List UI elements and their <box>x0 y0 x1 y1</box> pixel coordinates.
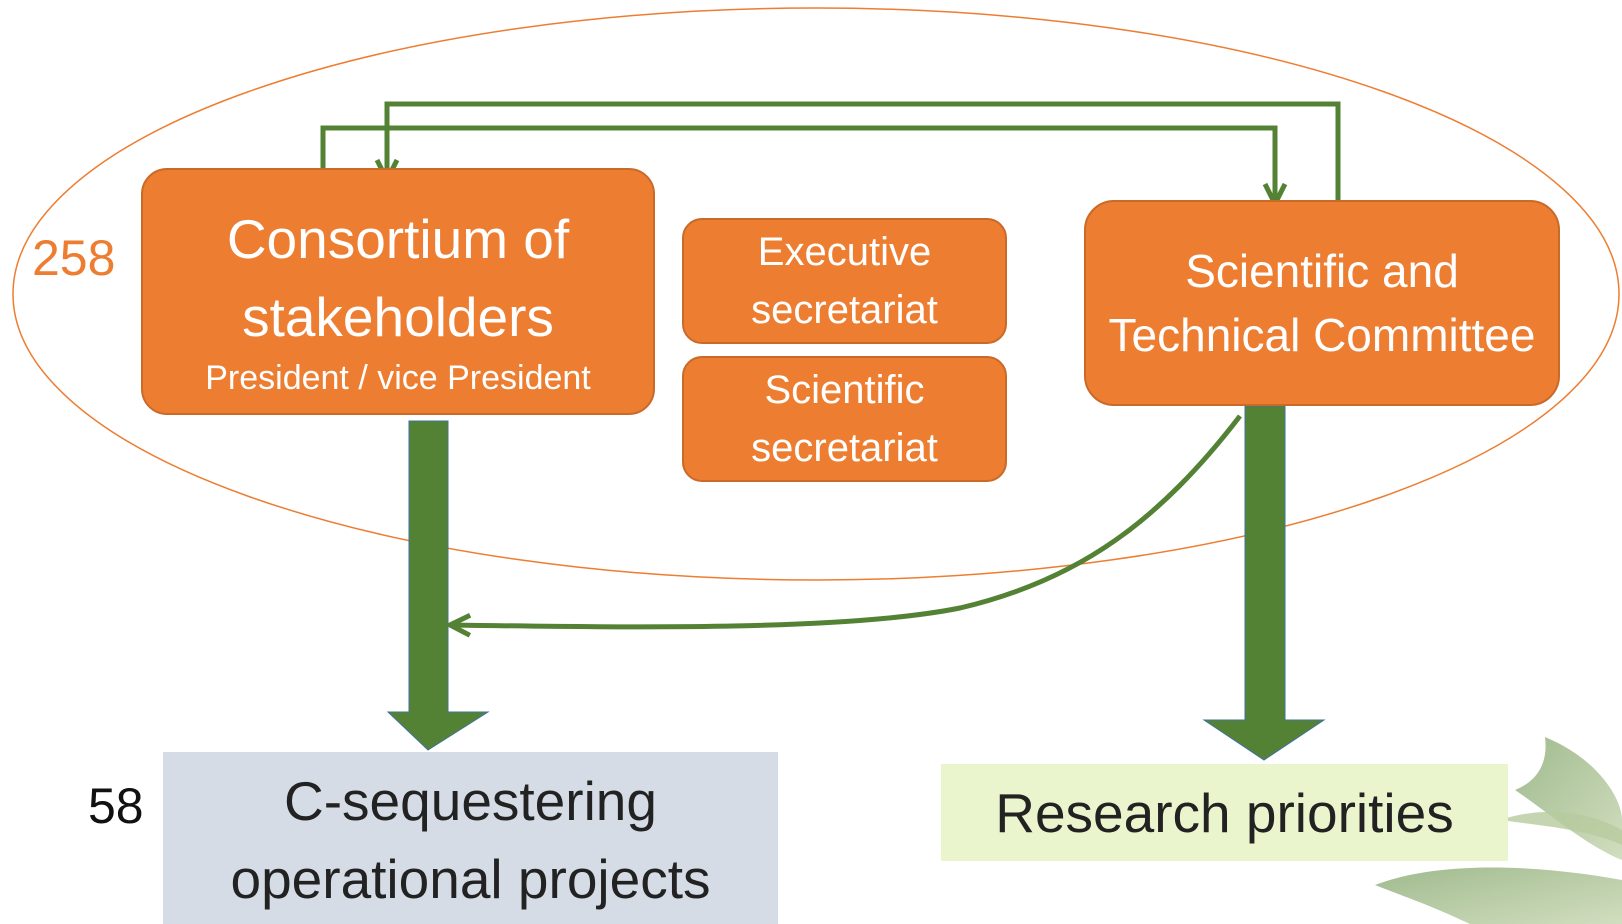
consortium-count: 258 <box>32 230 116 286</box>
connector-committee-to-projects-arrow <box>450 414 1242 627</box>
connector-consortium-to-committee <box>320 125 1275 204</box>
consortium-subtitle: President / vice President <box>205 359 591 397</box>
scientific-secretariat-box: Scientific secretariat <box>682 356 1007 482</box>
consortium-box: Consortium of stakeholders President / v… <box>141 168 655 415</box>
projects-count: 58 <box>88 778 144 834</box>
scientific-secretariat-label: Scientific secretariat <box>751 368 938 470</box>
leaf-decoration-icon <box>1375 737 1622 924</box>
committee-label: Scientific and Technical Committee <box>1108 245 1536 361</box>
arrow-consortium-to-projects <box>386 420 490 751</box>
research-priorities-box: Research priorities <box>941 764 1508 861</box>
research-priorities-label: Research priorities <box>995 781 1454 844</box>
executive-secretariat-box: Executive secretariat <box>682 218 1007 344</box>
arrow-committee-to-research <box>1202 405 1326 761</box>
connector-committee-to-consortium <box>387 101 1341 208</box>
executive-secretariat-label: Executive secretariat <box>751 230 938 332</box>
consortium-title: Consortium of stakeholders <box>226 208 570 348</box>
projects-box: C-sequestering operational projects <box>163 752 778 924</box>
projects-label: C-sequestering operational projects <box>230 770 711 910</box>
stakeholder-ellipse <box>12 7 1620 581</box>
committee-box: Scientific and Technical Committee <box>1084 200 1560 406</box>
